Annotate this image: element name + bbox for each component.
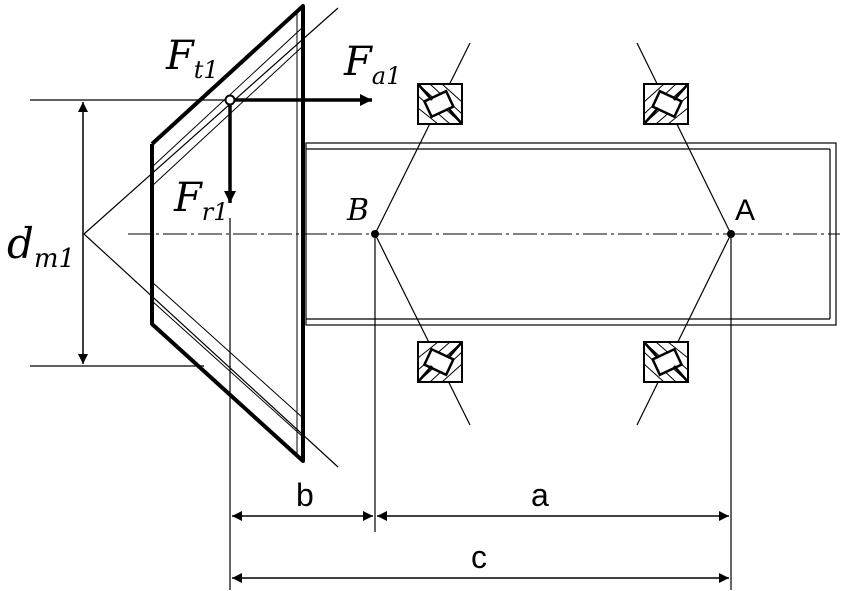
ft1-label: Ft1 xyxy=(165,33,219,84)
bearing-a-lower xyxy=(642,340,690,384)
dim-c-label: c xyxy=(471,539,487,575)
fa1-label: Fa1 xyxy=(343,39,401,90)
point-b-dot xyxy=(371,230,379,238)
bearing-pressure-lines xyxy=(374,42,732,426)
bearing-a-upper xyxy=(642,82,690,126)
bearing-b-lower xyxy=(416,340,464,384)
bearing-b-upper xyxy=(416,82,464,126)
bevel-gear xyxy=(83,4,339,468)
dim-b-label: b xyxy=(296,477,314,513)
fr1-label: Fr1 xyxy=(173,175,229,226)
point-a-dot xyxy=(727,230,735,238)
dm1-label: dm1 xyxy=(7,219,75,274)
point-a-label: A xyxy=(735,194,755,227)
force-application-point xyxy=(224,94,236,106)
dim-a-label: a xyxy=(531,477,549,513)
extension-lines xyxy=(30,99,732,590)
point-b-label: B xyxy=(346,193,369,228)
shaft xyxy=(305,142,837,326)
